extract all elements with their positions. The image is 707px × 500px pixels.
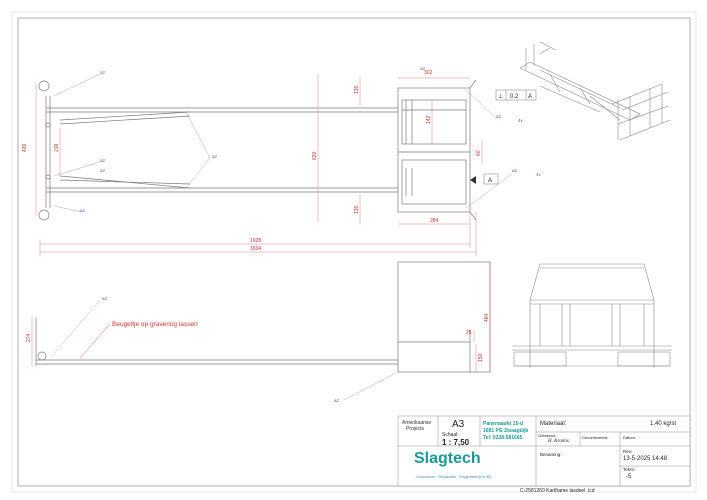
- brand-tagline: - Innovation - Reparatie - Engineering i…: [414, 474, 492, 479]
- front-view: [512, 263, 672, 368]
- weld-label-9: a2: [102, 296, 108, 301]
- tolerance-value: 0.2: [510, 94, 519, 100]
- top-view-dimensions: [35, 74, 483, 256]
- tolerance-symbol: ⊥: [498, 93, 503, 100]
- top-view: [38, 79, 477, 221]
- company-line-1: Amerikaanse: [402, 420, 432, 426]
- phone-number: Tel: 0228-581665: [483, 435, 523, 441]
- drawn-by: H. Kramis: [548, 439, 569, 444]
- tolerance-frame: ⊥ 0.2 A A: [470, 89, 537, 185]
- count-label-2: 4x: [536, 172, 542, 177]
- scale-value: 1 : 7,50: [442, 438, 470, 447]
- file-name: C-2581260 Kartframe lasdeel .icd: [520, 488, 595, 494]
- drawn-label: Getekend:: [538, 433, 557, 438]
- dim-219: 219: [54, 143, 60, 152]
- checked-label: Gecontroleerd:: [582, 435, 609, 440]
- sheet-size: A3: [452, 419, 465, 430]
- isometric-view: [519, 41, 671, 141]
- dim-142: 142: [426, 115, 432, 124]
- brand-logo: Slagtech: [414, 450, 481, 467]
- weld-label-10: a2: [334, 398, 340, 403]
- drawing-number-label: Teknr.:: [623, 467, 637, 472]
- tolerance-ref: A: [528, 94, 532, 100]
- drawing-number: -5: [626, 474, 632, 480]
- material-value: 1,40 kg/st: [650, 421, 677, 427]
- rev-date: 13-5-2025 14:48: [623, 456, 668, 462]
- dim-135-bottom: 135: [354, 205, 360, 214]
- side-view-dimensions: [31, 262, 491, 372]
- address-line-2: 1681 PG Zwaagdijk: [483, 428, 529, 434]
- side-view: [35, 261, 491, 373]
- weld-label-4: a2: [100, 168, 106, 173]
- outer-border: [11, 11, 697, 493]
- count-label-1: 4x: [518, 118, 524, 123]
- weld-label-5: a2: [80, 208, 86, 213]
- name-label: Benaming:: [540, 452, 562, 457]
- weld-note: Beugeltje op gravering lassen: [112, 321, 198, 328]
- weld-label-1: a2: [100, 70, 106, 75]
- sheet-border: [17, 17, 691, 487]
- dim-630: 630: [312, 151, 318, 160]
- weld-label-3: a2: [100, 158, 106, 163]
- dim-274: 274: [26, 333, 32, 342]
- dim-284: 284: [430, 218, 439, 224]
- dim-150: 150: [478, 353, 484, 362]
- scale-label: Schaal:: [442, 432, 459, 438]
- weld-label-8: a2: [420, 66, 426, 71]
- dim-60: 60: [476, 150, 482, 156]
- weld-label-7: a2: [512, 168, 518, 173]
- date-label: Datum:: [623, 435, 636, 440]
- dim-420: 420: [22, 143, 28, 152]
- dim-302: 302: [424, 70, 433, 76]
- datum-label: A: [488, 178, 492, 184]
- weld-label-2: a2: [212, 154, 218, 159]
- dim-1928: 1928: [250, 238, 261, 244]
- rev-label: Rev:: [623, 449, 633, 454]
- dim-135-top: 135: [354, 85, 360, 94]
- company-line-2: Projects: [406, 426, 425, 432]
- weld-label-6: a2: [496, 114, 502, 119]
- address-line-1: Panemaarkt 15-d: [483, 421, 524, 427]
- dim-1934: 1934: [250, 246, 261, 252]
- dim-25: 25: [466, 330, 472, 336]
- material-label: Materiaal:: [540, 421, 567, 427]
- dim-484: 484: [484, 313, 490, 322]
